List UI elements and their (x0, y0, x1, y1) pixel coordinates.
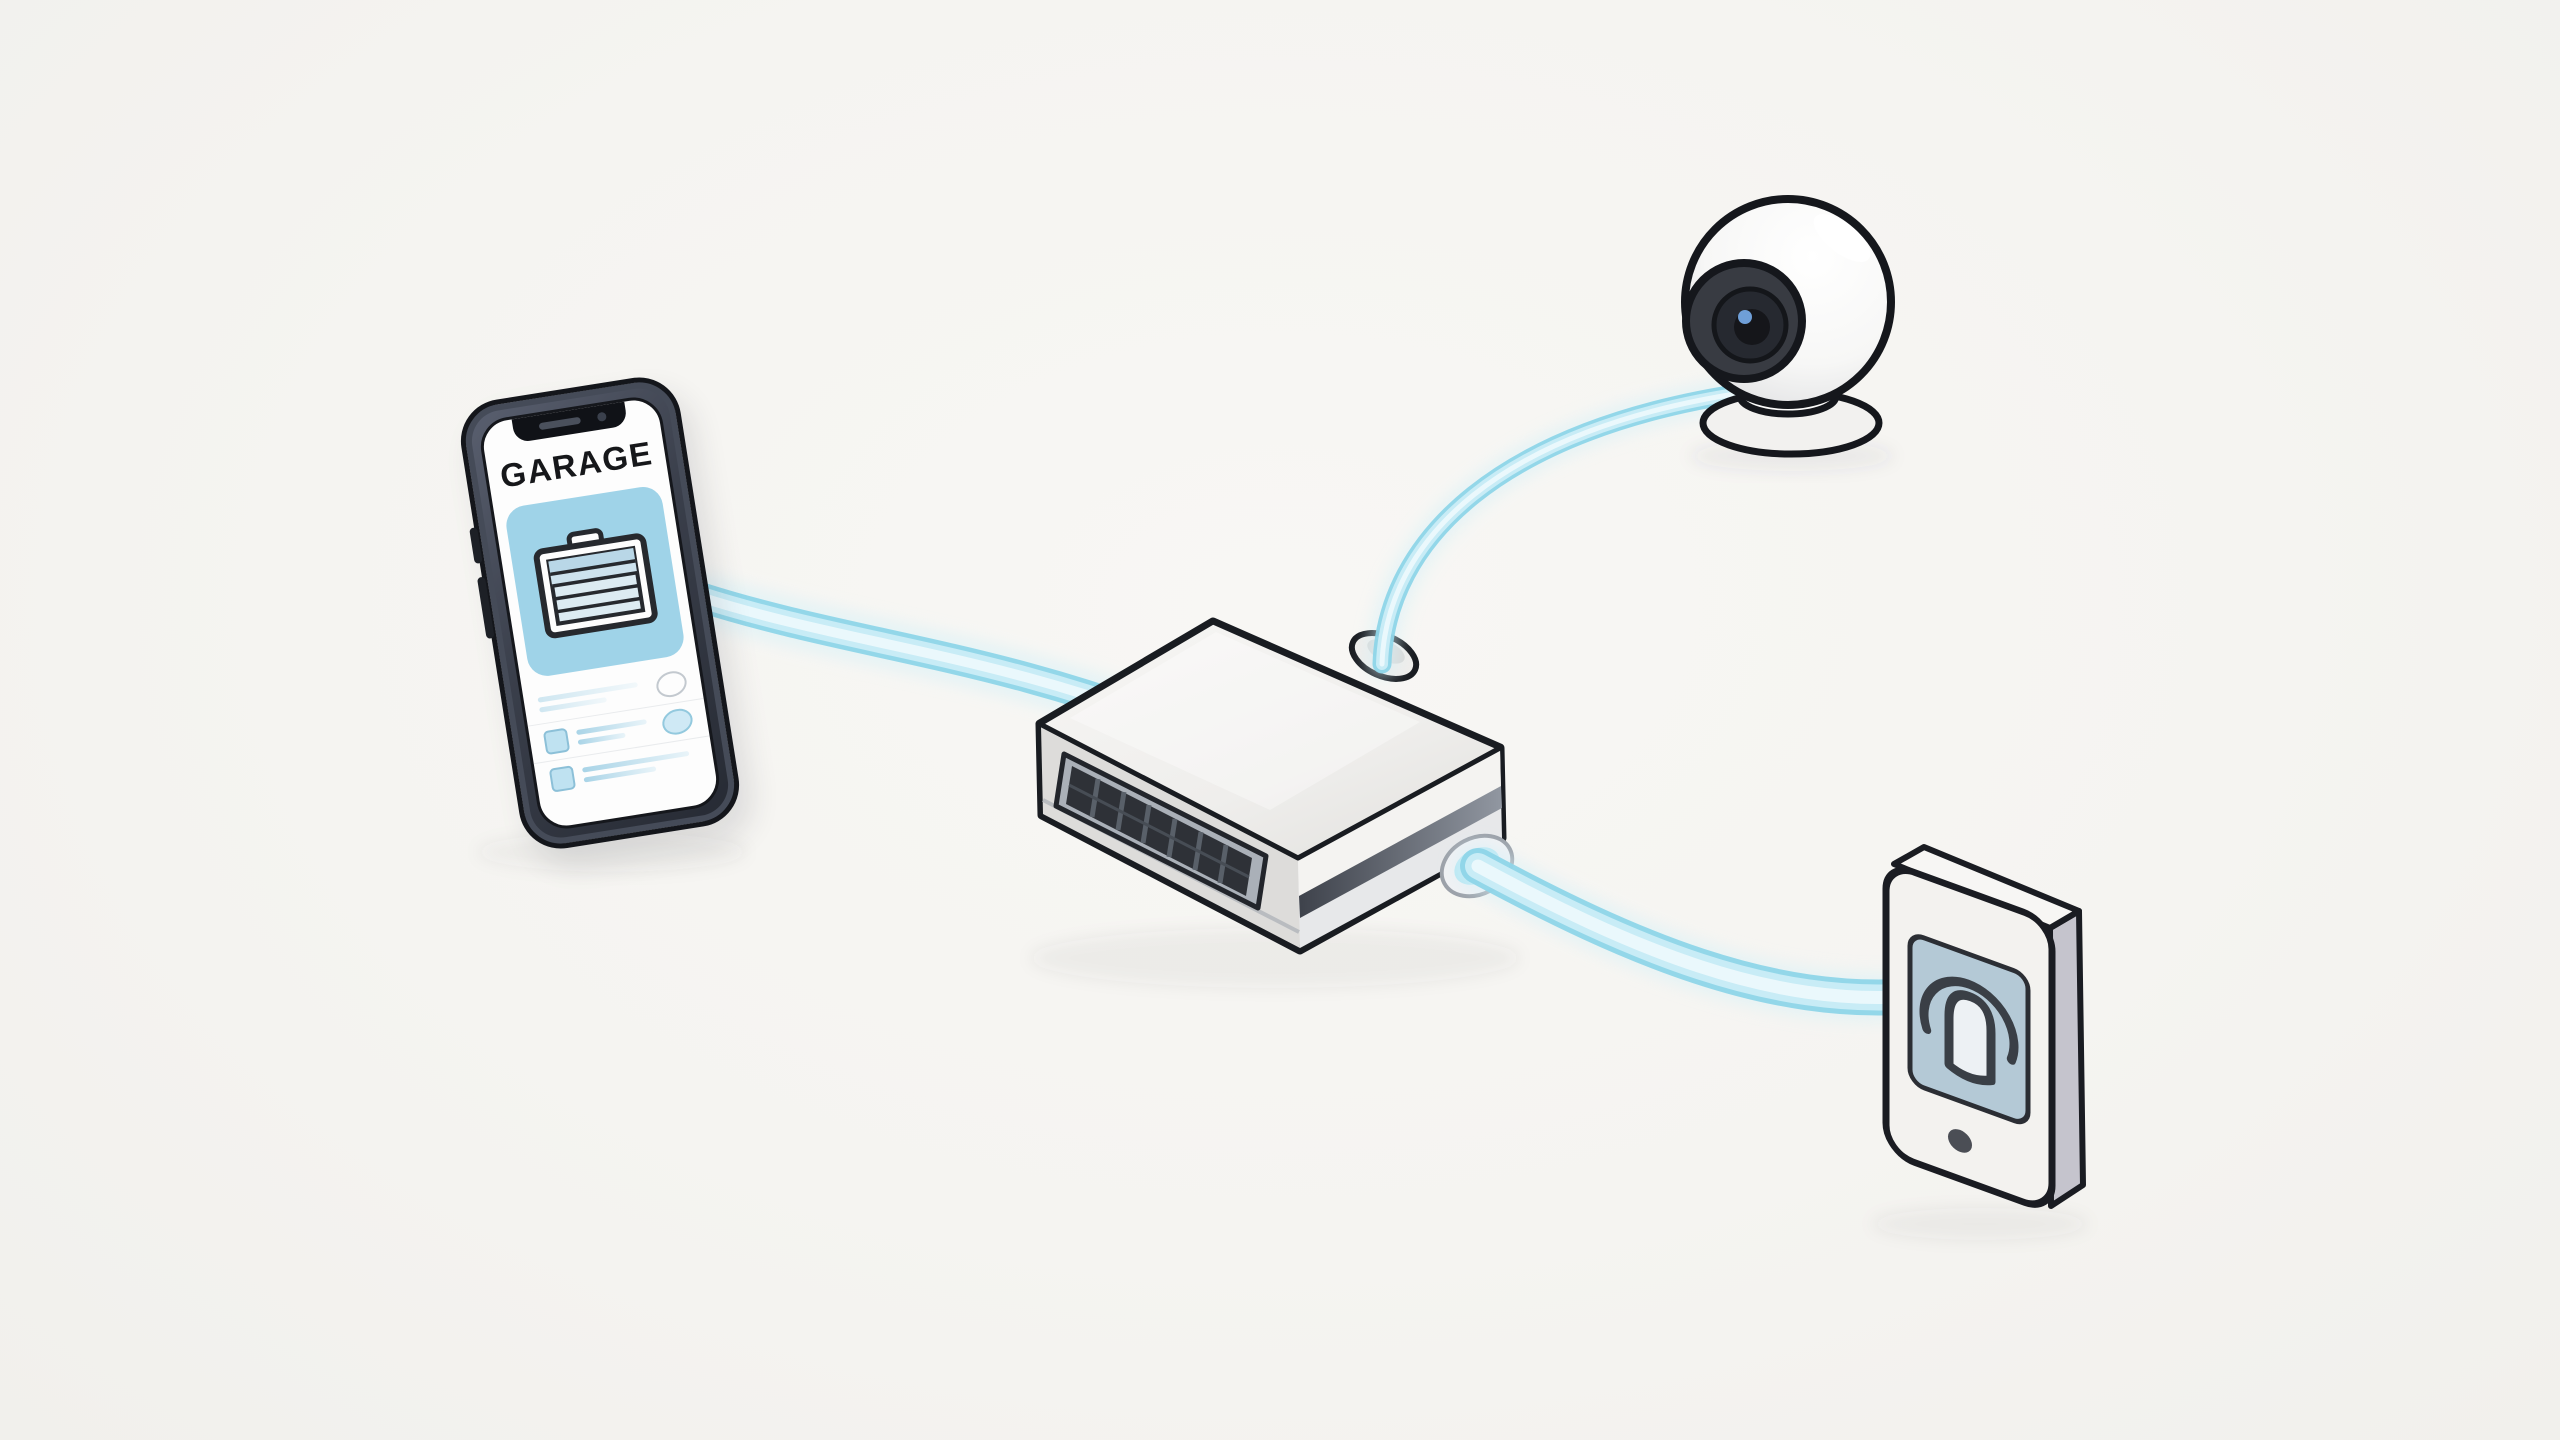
phone-front-camera-dot (596, 411, 607, 422)
hub-right-upper-band (1298, 748, 1501, 898)
checkbox-icon (548, 764, 577, 793)
smartphone: GARAGE (454, 371, 746, 855)
camera-led-dot (1738, 310, 1752, 324)
hub-vent-midline (1068, 783, 1250, 879)
phone-screen: GARAGE (476, 393, 724, 833)
hub-top-face (1037, 619, 1503, 861)
toggle-icon (658, 704, 697, 739)
doorbell-button (1948, 1129, 1972, 1153)
phone-speaker (538, 416, 582, 431)
hub-top-sheen (1070, 632, 1420, 810)
doorbell-door-arch-icon (1944, 990, 1996, 1086)
garage-door-icon (533, 528, 658, 639)
doorbell-signal-arc-icon (1919, 976, 2019, 1065)
doorbell-shadow (1872, 1208, 2088, 1240)
hub-device (1035, 617, 1515, 955)
garage-door-card (503, 484, 687, 679)
phone-frame: GARAGE (454, 371, 746, 855)
doorbell-device (1872, 844, 2088, 1240)
camera-device (1681, 195, 1895, 471)
text-placeholder-bar (576, 719, 647, 736)
app-list (522, 661, 716, 801)
checkbox-icon (542, 727, 571, 755)
phone-notch (511, 400, 628, 444)
connection-hub-camera (1367, 377, 1763, 679)
connection-hub-doorbell (1454, 842, 1940, 1022)
camera-highlight (1813, 213, 1871, 263)
hub-dark-stripe (1299, 786, 1502, 918)
hub-shadow (1030, 928, 1520, 988)
toggle-icon (652, 666, 691, 702)
text-placeholder-bar (577, 732, 626, 746)
